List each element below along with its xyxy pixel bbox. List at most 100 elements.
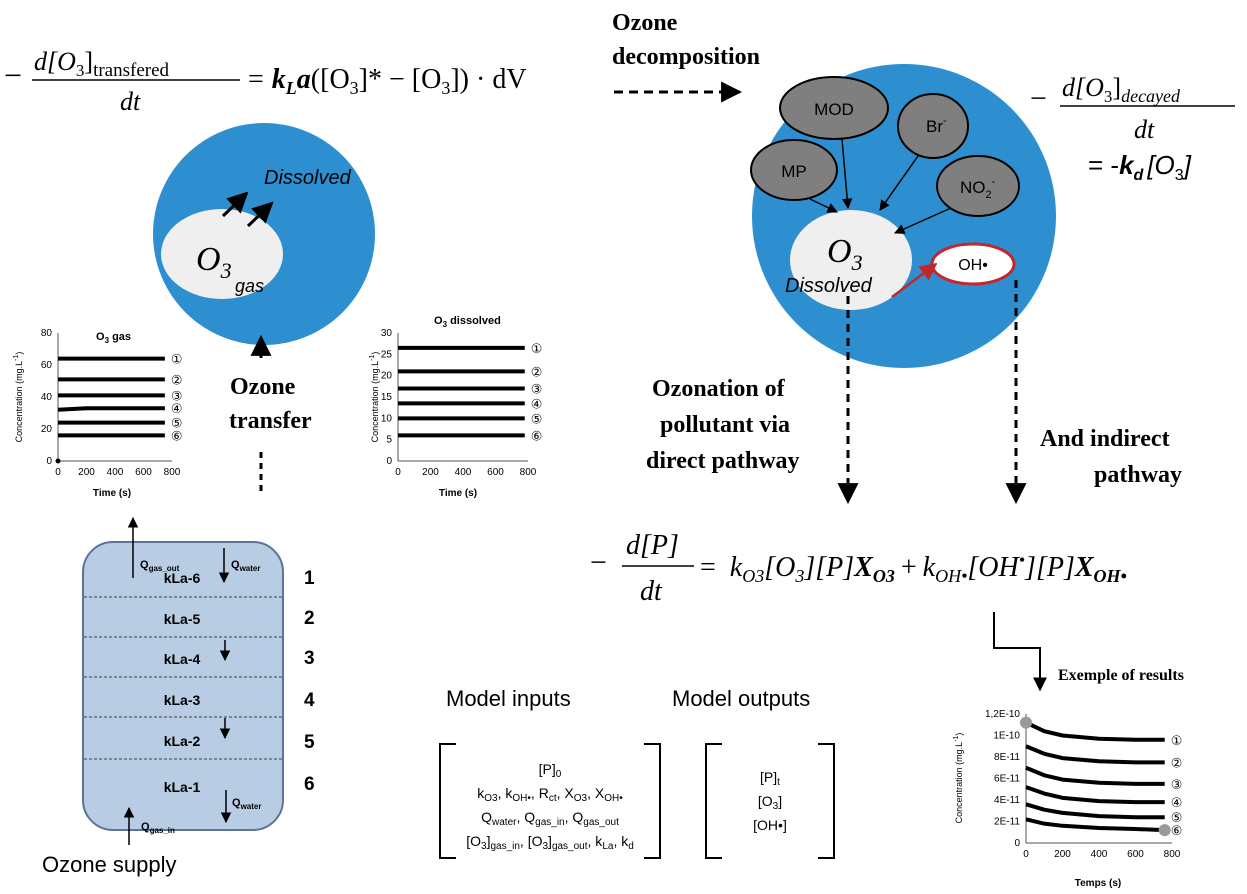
decay-eq-rhs: = -kd[O3] <box>1088 150 1192 184</box>
y-tick-label: 1E-10 <box>993 731 1020 742</box>
series-label-6: ⑥ <box>531 429 543 444</box>
inputs-right-bracket <box>644 743 661 859</box>
output-line-3: [OH•] <box>753 817 787 833</box>
zone-number-1: 1 <box>304 568 315 589</box>
x-axis-label: Time (s) <box>93 488 131 499</box>
y-tick-label: 2E-11 <box>994 817 1020 828</box>
exemple-label: Exemple of results <box>1058 667 1184 684</box>
zone-label-kla6: kLa-6 <box>164 570 201 586</box>
y-tick-label: 0 <box>1014 838 1020 849</box>
x-tick-label: 400 <box>1091 849 1108 860</box>
transfer-eq-denominator: dt <box>120 87 141 116</box>
y-tick-label: 6E-11 <box>994 774 1020 785</box>
mod-label: MOD <box>814 100 854 119</box>
series-label-3: ③ <box>1171 778 1183 793</box>
x-tick-label: 600 <box>1127 849 1144 860</box>
no2-to-o3-arrow <box>894 207 952 234</box>
indirect-label-1: And indirect <box>1040 426 1170 452</box>
x-tick-label: 800 <box>1164 849 1181 860</box>
series-line-5 <box>1025 802 1165 820</box>
decay-equation: − d[O3]decayed dt = -kd[O3] <box>1030 73 1235 184</box>
series-line-4 <box>57 406 165 412</box>
series-label-2: ② <box>531 365 543 380</box>
dissolution-arrow-2 <box>246 201 274 228</box>
zone-label-kla4: kLa-4 <box>164 651 201 667</box>
q-water-top-label: Qwater <box>231 559 260 573</box>
y-tick-label: 8E-11 <box>994 752 1020 763</box>
reactor-body <box>82 541 284 831</box>
output-line-1: [P]t <box>760 769 780 788</box>
series-line-1 <box>1025 720 1165 742</box>
input-line-2: kO3, kOH•, Rct, XO3, XOH• <box>477 785 623 804</box>
x-tick-label: 200 <box>78 467 95 478</box>
bromide-species <box>897 93 969 159</box>
series-label-3: ③ <box>171 389 183 404</box>
pollutant-eq-denominator: dt <box>640 576 663 607</box>
model-inputs-label: Model inputs <box>446 686 571 711</box>
q-gas-in-label: Qgas_in <box>141 821 175 835</box>
mod-to-o3-arrow <box>841 138 853 210</box>
series-label-3: ③ <box>531 382 543 397</box>
x-tick-label: 600 <box>487 467 504 478</box>
bromide-label: Br- <box>926 115 947 136</box>
x-tick-label: 200 <box>1054 849 1071 860</box>
zone-number-3: 3 <box>304 648 315 669</box>
chart-title: O3 dissolved <box>434 315 501 329</box>
y-tick-label: 1,2E-10 <box>985 709 1020 720</box>
y-axis-label: Concentration (mg.L-1) <box>13 352 24 443</box>
decay-eq-denominator: dt <box>1134 115 1155 144</box>
reactor-column: kLa-6 kLa-5 kLa-4 kLa-3 kLa-2 kLa-1 Qgas… <box>82 516 315 845</box>
decay-eq-numerator: d[O3]decayed <box>1062 73 1181 106</box>
y-tick-label: 0 <box>386 456 392 467</box>
chart-title: O3 gas <box>96 331 131 345</box>
x-tick-label: 400 <box>455 467 472 478</box>
y-axis-label: Concentration (mg.L-1) <box>369 352 380 443</box>
dissolution-arrow-1 <box>221 191 249 218</box>
x-tick-label: 0 <box>395 467 401 478</box>
zone-number-6: 6 <box>304 774 315 795</box>
data-point-marker <box>55 458 61 464</box>
gas-bubble-group: O3 gas Dissolved <box>153 123 375 345</box>
x-tick-label: 800 <box>520 467 537 478</box>
y-tick-label: 40 <box>41 392 53 403</box>
output-line-2: [O3] <box>758 793 782 812</box>
decay-eq-minus: − <box>1030 82 1047 115</box>
inputs-left-bracket <box>439 743 456 859</box>
x-tick-label: 400 <box>107 467 124 478</box>
y-tick-label: 60 <box>41 360 53 371</box>
model-inputs-matrix: [P]0 kO3, kOH•, Rct, XO3, XOH• Qwater, Q… <box>439 743 661 859</box>
zone-label-kla2: kLa-2 <box>164 733 201 749</box>
y-axis-label: Concentration (mg.L-1) <box>953 733 964 824</box>
mp-to-o3-arrow <box>809 198 838 213</box>
series-label-4: ④ <box>171 402 183 417</box>
series-line-3 <box>1025 765 1165 786</box>
outputs-right-bracket <box>818 743 835 859</box>
x-tick-label: 200 <box>422 467 439 478</box>
data-point-marker <box>1158 824 1171 837</box>
series-label-2: ② <box>171 373 183 388</box>
pollutant-eq-numerator: d[P] <box>626 530 679 561</box>
ozonation-label-1: Ozonation of <box>652 376 786 402</box>
outputs-left-bracket <box>705 743 722 859</box>
x-tick-label: 600 <box>135 467 152 478</box>
gas-label: gas <box>235 276 264 296</box>
dissolved-label-right: Dissolved <box>785 275 873 297</box>
series-label-6: ⑥ <box>1171 824 1183 839</box>
y-tick-label: 80 <box>41 328 53 339</box>
x-axis-label: Time (s) <box>439 488 477 499</box>
x-tick-label: 0 <box>55 467 61 478</box>
q-gas-out-label: Qgas_out <box>140 559 180 573</box>
transfer-eq-numerator: d[O3]transfered <box>34 47 170 81</box>
series-label-6: ⑥ <box>171 429 183 444</box>
zone-label-kla5: kLa-5 <box>164 611 201 627</box>
zone-number-5: 5 <box>304 732 315 753</box>
input-line-4: [O3]gas_in, [O3]gas_out, kLa, kd <box>466 833 634 852</box>
nitrite-label: NO2- <box>960 176 996 201</box>
x-tick-label: 0 <box>1023 849 1029 860</box>
series-line-6 <box>1025 817 1165 833</box>
mod-species <box>779 76 889 140</box>
series-label-1: ① <box>1171 734 1183 749</box>
